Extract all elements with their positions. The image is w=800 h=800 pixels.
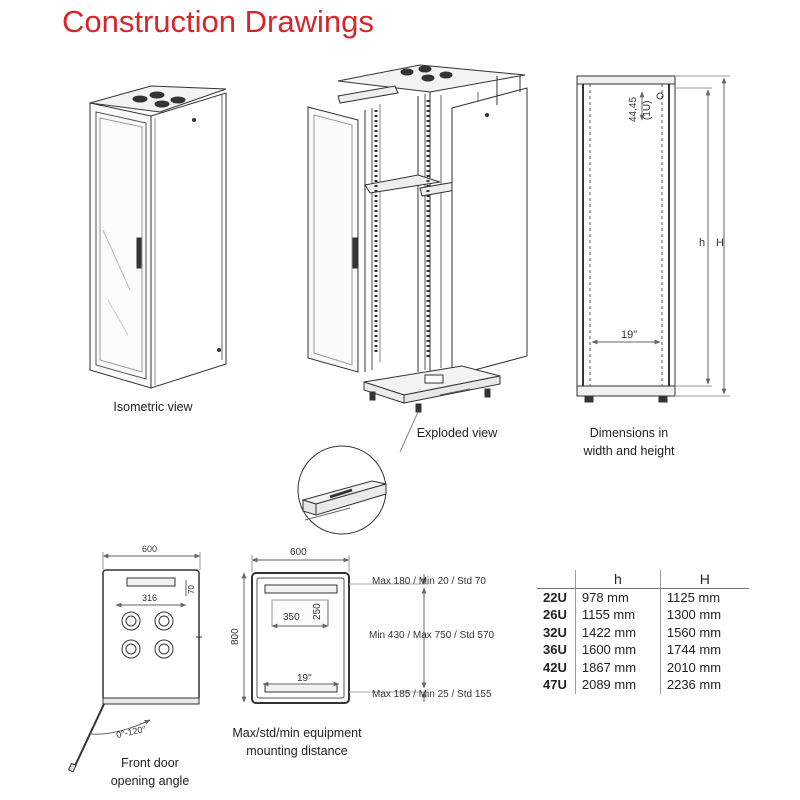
row-unit: 42U <box>543 659 567 675</box>
size-table-header-unit <box>537 570 576 589</box>
mounting-distance-drawing <box>241 555 428 704</box>
isometric-caption: Isometric view <box>113 400 193 414</box>
isometric-cabinet-drawing <box>89 85 227 389</box>
depth-mark-label: 70 <box>187 585 196 594</box>
row-inner-height: 1422 mm <box>574 623 661 641</box>
size-table: h H 22U 978 mm 1125 mm 26U 1155 mm 1300 … <box>537 570 749 694</box>
top-width-label: 600 <box>142 544 157 554</box>
distance-top-label: Max 180 / Min 20 / Std 70 <box>372 576 486 587</box>
size-table-header-H: H <box>660 570 749 589</box>
row-unit: 22U <box>543 589 567 605</box>
rail-width-label: 19" <box>621 329 637 341</box>
size-table-header-h: h <box>574 570 661 589</box>
row-outer-height: 1560 mm <box>666 624 722 640</box>
front-door-caption-line2: opening angle <box>110 774 190 788</box>
outer-height-label: H <box>716 237 724 249</box>
size-table-header: h H <box>537 570 749 589</box>
row-unit: 36U <box>543 642 567 658</box>
unit-height-label: 44,45 <box>628 97 639 122</box>
side-width-label: 600 <box>290 547 307 558</box>
table-row: 32U 1422 mm 1560 mm <box>537 623 749 641</box>
top-view-drawing <box>67 552 202 773</box>
table-row: 22U 978 mm 1125 mm <box>537 588 749 606</box>
angle-label: 0°-120° <box>115 724 147 740</box>
inner-height-label: h <box>699 237 705 249</box>
opening-width-label: 350 <box>283 612 300 623</box>
front-door-caption-line1: Front door <box>121 756 179 770</box>
table-row: 47U 2089 mm 2236 mm <box>537 676 749 694</box>
front-door-caption: Front door opening angle <box>95 754 205 790</box>
unit-height-paren-label: (1U) <box>642 101 653 120</box>
inner-width-label: 316 <box>142 593 157 603</box>
row-outer-height: 1300 mm <box>666 607 722 623</box>
exploded-cabinet-drawing <box>307 64 528 453</box>
opening-height-label: 250 <box>312 603 323 620</box>
row-inner-height: 1155 mm <box>574 606 661 624</box>
detail-zoom-circle <box>297 445 387 535</box>
dimensions-caption-line1: Dimensions in <box>589 426 669 440</box>
distance-mid-label: Min 430 / Max 750 / Std 570 <box>369 630 495 641</box>
distance-bottom-label: Max 185 / Min 25 / Std 155 <box>372 689 492 700</box>
mounting-caption-line2: mounting distance <box>246 744 348 758</box>
table-row: 36U 1600 mm 1744 mm <box>537 641 749 659</box>
side-rail-width-label: 19" <box>297 673 312 684</box>
row-outer-height: 1125 mm <box>666 589 721 605</box>
dimensions-caption-line2: width and height <box>583 444 675 458</box>
row-inner-height: 2089 mm <box>574 676 661 694</box>
row-outer-height: 1744 mm <box>666 642 722 658</box>
row-unit: 26U <box>543 607 567 623</box>
table-row: 42U 1867 mm 2010 mm <box>537 658 749 676</box>
mounting-caption: Max/std/min equipment mounting distance <box>222 724 372 760</box>
front-dimension-drawing <box>576 75 730 403</box>
exploded-caption: Exploded view <box>416 426 498 440</box>
side-depth-label: 800 <box>230 628 241 645</box>
row-unit: 32U <box>543 624 567 640</box>
row-inner-height: 1600 mm <box>574 641 661 659</box>
row-inner-height: 1867 mm <box>574 658 661 676</box>
dimensions-caption: Dimensions in width and height <box>566 424 692 460</box>
mounting-caption-line1: Max/std/min equipment <box>232 726 362 740</box>
page-title: Construction Drawings <box>62 4 374 39</box>
table-row: 26U 1155 mm 1300 mm <box>537 606 749 624</box>
row-inner-height: 978 mm <box>574 588 661 606</box>
row-outer-height: 2010 mm <box>666 659 722 675</box>
row-outer-height: 2236 mm <box>666 677 722 693</box>
row-unit: 47U <box>543 677 567 693</box>
